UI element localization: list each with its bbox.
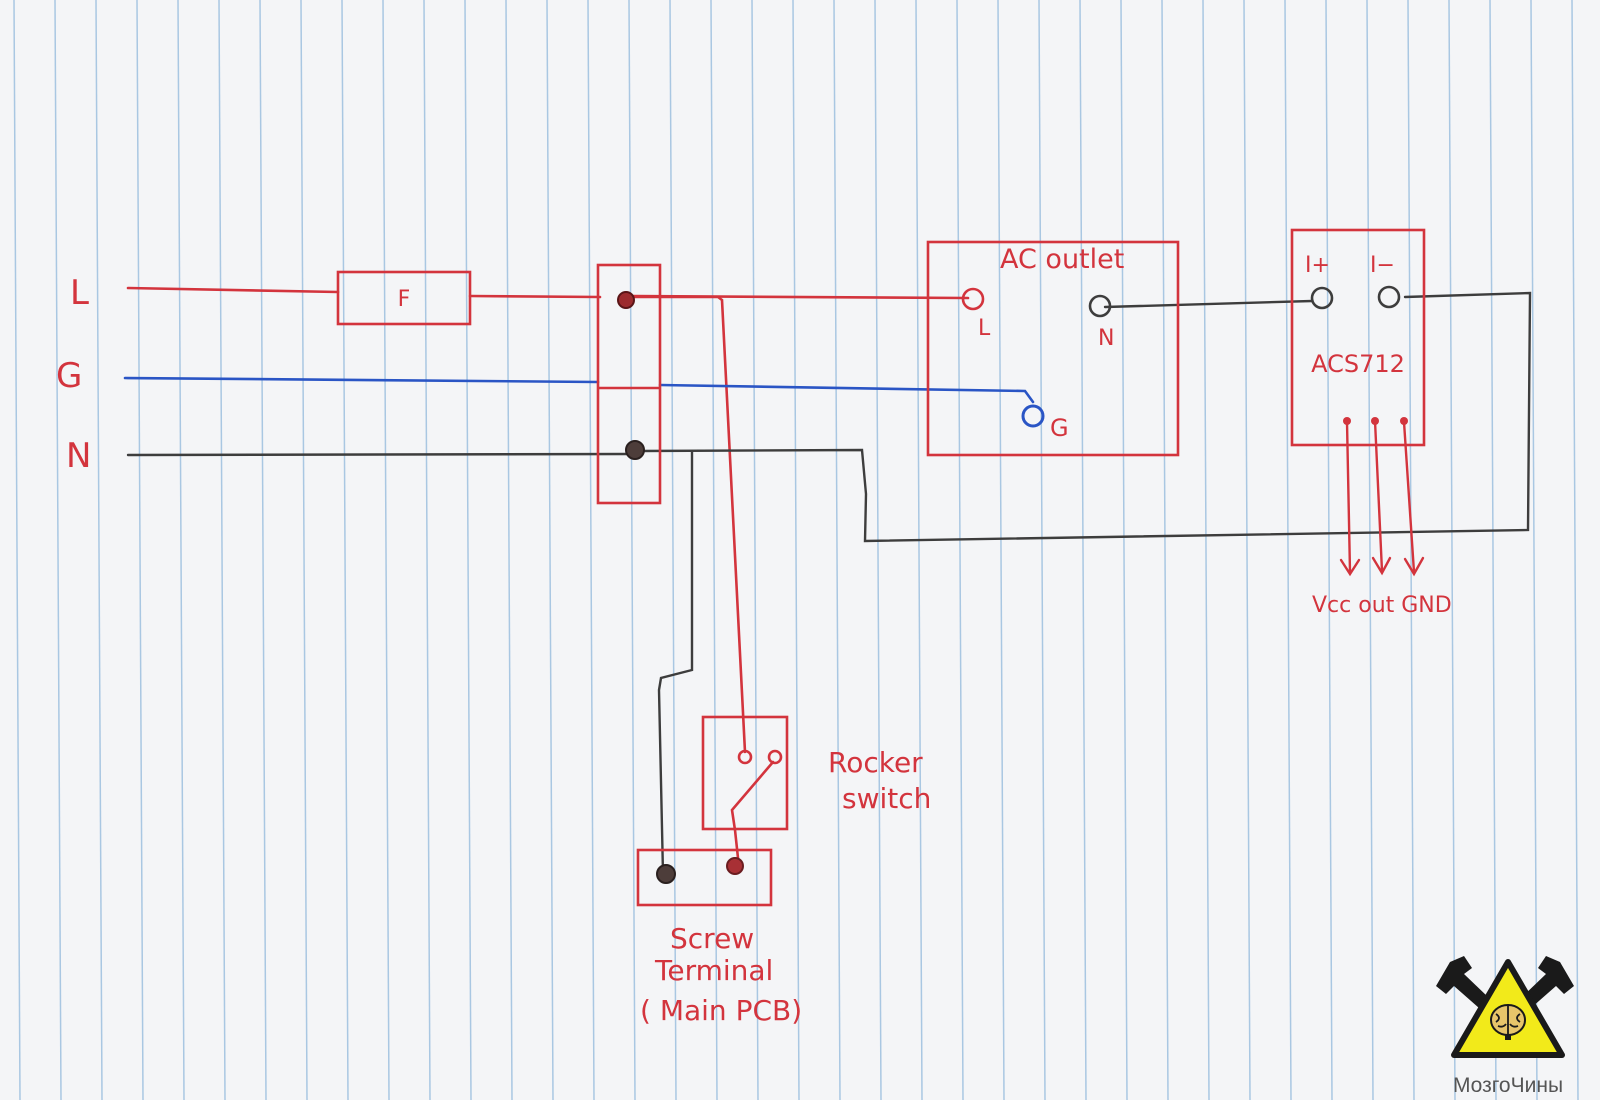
outlet-pin-l: [961, 287, 985, 311]
ruling-line: [587, 0, 595, 1100]
sensor-pin-minus-label: I−: [1370, 253, 1395, 278]
ruling-line: [833, 0, 841, 1100]
terminal-neutral-screw: [625, 440, 645, 460]
ruling-line: [177, 0, 185, 1100]
paper-ruling: [13, 0, 1579, 1100]
acs712-sensor: I+ I− ACS712 Vcc out GND: [1290, 228, 1452, 618]
ruling-line: [546, 0, 554, 1100]
ruling-line: [13, 0, 21, 1100]
ruling-line: [956, 0, 964, 1100]
live-wire: [126, 286, 970, 754]
ruling-line: [54, 0, 62, 1100]
brand-name: МозгоЧины: [1453, 1074, 1563, 1097]
ruling-line: [136, 0, 144, 1100]
screw-terminal: Screw Terminal ( Main PCB): [636, 848, 802, 1027]
ruling-line: [792, 0, 800, 1100]
line-label-live: L: [70, 273, 89, 313]
ruling-line: [1571, 0, 1579, 1100]
ruling-line: [382, 0, 390, 1100]
ruling-line: [259, 0, 267, 1100]
ruling-line: [669, 0, 677, 1100]
outlet-pin-g: [1021, 404, 1045, 428]
ruling-line: [1120, 0, 1128, 1100]
screw-terminal-label-line2: Terminal: [654, 954, 773, 987]
fuse-label: F: [398, 287, 411, 312]
terminal-live-screw: [617, 291, 635, 309]
ruling-line: [95, 0, 103, 1100]
ruling-line: [1202, 0, 1210, 1100]
rocker-switch: Rocker switch: [701, 715, 931, 860]
ruling-line: [1079, 0, 1087, 1100]
sensor-output-dots: [1343, 417, 1408, 425]
ruling-line: [1448, 0, 1456, 1100]
ruling-line: [915, 0, 923, 1100]
ruling-line: [710, 0, 718, 1100]
terminal-block: [596, 263, 662, 505]
outlet-pin-g-label: G: [1050, 414, 1069, 442]
brand-logo: МозгоЧины: [1436, 956, 1574, 1097]
rocker-switch-label-line1: Rocker: [828, 746, 923, 779]
sensor-pin-minus: [1377, 285, 1401, 309]
ruling-line: [751, 0, 759, 1100]
screw-terminal-label-line3: ( Main PCB): [640, 994, 802, 1027]
ruling-line: [464, 0, 472, 1100]
ac-outlet-title: AC outlet: [1000, 244, 1124, 275]
sensor-pin-plus: [1310, 286, 1334, 310]
ruling-line: [1243, 0, 1251, 1100]
ac-outlet: AC outlet L N G: [926, 240, 1180, 457]
outlet-pin-l-label: L: [978, 316, 991, 341]
ruling-line: [1325, 0, 1333, 1100]
screw-terminal-label-line1: Screw: [670, 922, 754, 955]
ruling-line: [505, 0, 513, 1100]
ruling-line: [1407, 0, 1415, 1100]
sensor-name: ACS712: [1311, 350, 1405, 378]
ruling-line: [628, 0, 636, 1100]
outlet-pin-n: [1088, 294, 1112, 318]
line-label-ground: G: [56, 356, 82, 396]
ruling-line: [1161, 0, 1169, 1100]
ruling-line: [1530, 0, 1538, 1100]
ruling-line: [997, 0, 1005, 1100]
outlet-pin-n-label: N: [1098, 326, 1114, 351]
line-label-neutral: N: [66, 436, 91, 476]
brain-icon: [1490, 1004, 1526, 1040]
ruling-line: [300, 0, 308, 1100]
ruling-line: [1038, 0, 1046, 1100]
ruling-line: [423, 0, 431, 1100]
sensor-outputs-label: Vcc out GND: [1312, 593, 1452, 618]
ruling-line: [1489, 0, 1497, 1100]
sensor-pin-plus-label: I+: [1305, 253, 1330, 278]
ruling-line: [341, 0, 349, 1100]
ruling-line: [874, 0, 882, 1100]
ruling-line: [1284, 0, 1292, 1100]
ground-wire: [123, 376, 1035, 404]
fuse: F: [336, 270, 472, 326]
ruling-line: [218, 0, 226, 1100]
neutral-wire: [126, 291, 1532, 876]
ruling-line: [1366, 0, 1374, 1100]
rocker-switch-label-line2: switch: [842, 782, 931, 815]
